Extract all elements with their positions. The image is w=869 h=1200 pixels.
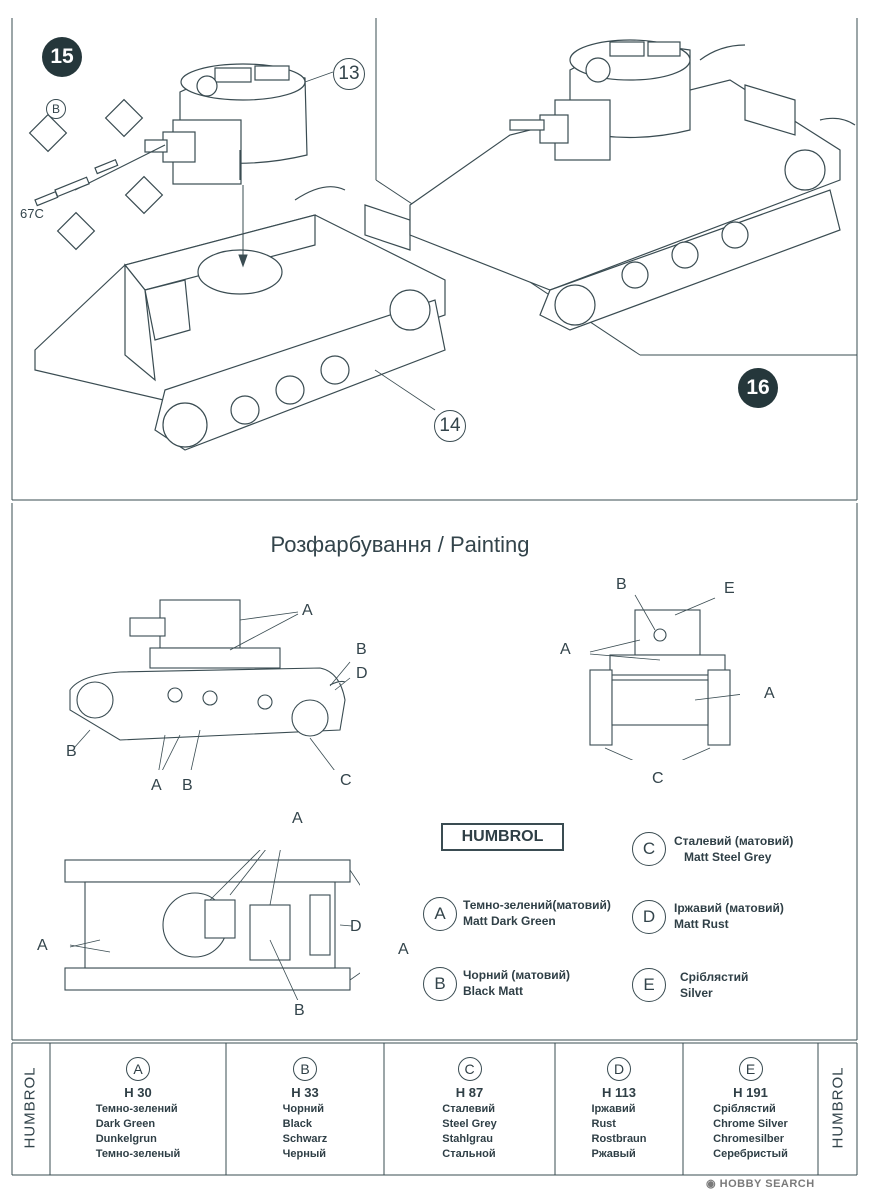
- paint-b-name-ua: Чорний: [282, 1103, 325, 1115]
- legend-text-e: Сріблястий Silver: [680, 969, 748, 1001]
- front-label-a-right: A: [764, 685, 775, 702]
- paint-e-name-en: Chrome Silver: [713, 1118, 788, 1130]
- paint-a-name-ru: Темно-зеленый: [95, 1148, 181, 1160]
- paint-column-b: B H 33 Чорний Black Schwarz Черный: [226, 1043, 384, 1173]
- legend-circle-e: E: [632, 968, 666, 1002]
- front-label-e: E: [724, 580, 735, 597]
- paint-column-e-code: H 191: [733, 1085, 768, 1100]
- top-label-d: D: [350, 918, 362, 935]
- legend-e-ua: Сріблястий: [680, 970, 749, 984]
- hobbysearch-logo-icon: ◉: [706, 1178, 720, 1190]
- top-label-a-right: A: [398, 941, 409, 958]
- callout-part-13: 13: [333, 58, 365, 90]
- callout-part-14: 14: [434, 410, 466, 442]
- paint-d-name-de: Rostbraun: [591, 1133, 647, 1145]
- paint-column-b-code: H 33: [291, 1085, 319, 1100]
- legend-circle-b: B: [423, 967, 457, 1001]
- side-label-c: C: [340, 772, 352, 789]
- paint-column-c-letter: C: [457, 1057, 482, 1081]
- side-label-a-bottom: A: [151, 777, 162, 794]
- paint-a-name-ua: Темно-зелений: [95, 1103, 178, 1115]
- top-label-a-left: A: [37, 937, 48, 954]
- painting-title: Розфарбування / Painting: [270, 532, 530, 557]
- hobbysearch-watermark-text: HOBBY SEARCH: [719, 1178, 815, 1190]
- legend-text-a: Темно-зелений(матовий) Matt Dark Green: [463, 897, 611, 929]
- step-16-tank-drawing: [409, 39, 856, 331]
- paint-column-d: D H 113 Іржавий Rust Rostbraun Ржавый: [555, 1043, 683, 1173]
- front-label-c: C: [652, 770, 664, 787]
- legend-c-en: Matt Steel Grey: [684, 850, 772, 864]
- label-part-67c: 67C: [20, 206, 44, 221]
- paint-d-name-ru: Ржавый: [591, 1148, 636, 1160]
- paint-b-name-ru: Черный: [282, 1148, 327, 1160]
- legend-a-en: Matt Dark Green: [463, 914, 556, 928]
- paint-column-a-code: H 30: [124, 1085, 152, 1100]
- legend-c-ua: Сталевий (матовий): [674, 834, 794, 848]
- legend-circle-a: A: [423, 897, 457, 931]
- legend-d-ua: Іржавий (матовий): [674, 901, 784, 915]
- paint-column-c: C H 87 Сталевий Steel Grey Stahlgrau Ста…: [384, 1043, 555, 1173]
- humbrol-brand-box: HUMBROL: [441, 823, 564, 851]
- paint-c-name-ru: Стальной: [442, 1148, 496, 1160]
- paint-column-a-letter: A: [126, 1057, 150, 1081]
- legend-text-d: Іржавий (матовий) Matt Rust: [674, 900, 784, 932]
- paint-column-c-code: H 87: [455, 1085, 484, 1100]
- legend-circle-c: C: [632, 832, 666, 866]
- paint-e-name-de: Chromesilber: [713, 1133, 785, 1145]
- painting-side-view: [69, 599, 351, 770]
- paint-column-a: A H 30 Темно-зелений Dark Green Dunkelgr…: [50, 1043, 226, 1173]
- legend-text-b: Чорний (матовий) Black Matt: [463, 967, 570, 999]
- step-15-badge: 15: [42, 37, 82, 77]
- painting-front-view: [589, 594, 740, 760]
- step-15-tank-drawing: [28, 63, 446, 451]
- paint-column-d-code: H 113: [602, 1085, 636, 1100]
- paint-column-e: E H 191 Сріблястий Chrome Silver Chromes…: [683, 1043, 818, 1173]
- paint-a-name-de: Dunkelgrun: [95, 1133, 157, 1145]
- paint-c-name-en: Steel Grey: [442, 1118, 497, 1130]
- side-label-b-bottom: B: [182, 777, 193, 794]
- legend-b-en: Black Matt: [463, 984, 524, 998]
- paint-column-e-letter: E: [738, 1057, 763, 1081]
- top-label-b: B: [294, 1002, 305, 1019]
- paint-column-b-letter: B: [293, 1057, 317, 1081]
- paint-e-name-ru: Серебристый: [713, 1148, 788, 1160]
- paint-column-d-letter: D: [607, 1057, 631, 1081]
- painting-top-view: [64, 850, 360, 1000]
- side-label-b-left: B: [66, 743, 77, 760]
- legend-b-ua: Чорний (матовий): [463, 968, 570, 982]
- top-label-a-top: A: [292, 810, 303, 827]
- legend-circle-d: D: [632, 900, 666, 934]
- legend-text-c: Сталевий (матовий) Matt Steel Grey: [674, 833, 793, 865]
- table-side-label-right: HUMBROL: [829, 1066, 847, 1149]
- side-label-a: A: [302, 602, 313, 619]
- legend-a-ua: Темно-зелений(матовий): [463, 898, 611, 912]
- paint-e-name-ua: Сріблястий: [713, 1103, 776, 1115]
- legend-e-en: Silver: [680, 986, 713, 1000]
- hobbysearch-watermark: ◉ HOBBY SEARCH: [706, 1177, 815, 1190]
- callout-part-b: B: [46, 99, 66, 119]
- paint-c-name-ua: Сталевий: [442, 1103, 495, 1115]
- side-label-d: D: [356, 665, 368, 682]
- legend-d-en: Matt Rust: [674, 917, 729, 931]
- paint-a-name-en: Dark Green: [95, 1118, 156, 1130]
- step-16-badge: 16: [738, 368, 778, 408]
- paint-b-name-en: Black: [282, 1118, 313, 1130]
- table-side-label-left: HUMBROL: [21, 1066, 39, 1149]
- side-label-b-top: B: [356, 641, 367, 658]
- paint-d-name-en: Rust: [591, 1118, 616, 1130]
- paint-b-name-de: Schwarz: [282, 1133, 328, 1145]
- paint-c-name-de: Stahlgrau: [442, 1133, 494, 1145]
- front-label-a-left: A: [560, 641, 571, 658]
- paint-d-name-ua: Іржавий: [591, 1103, 636, 1115]
- front-label-b: B: [616, 576, 627, 593]
